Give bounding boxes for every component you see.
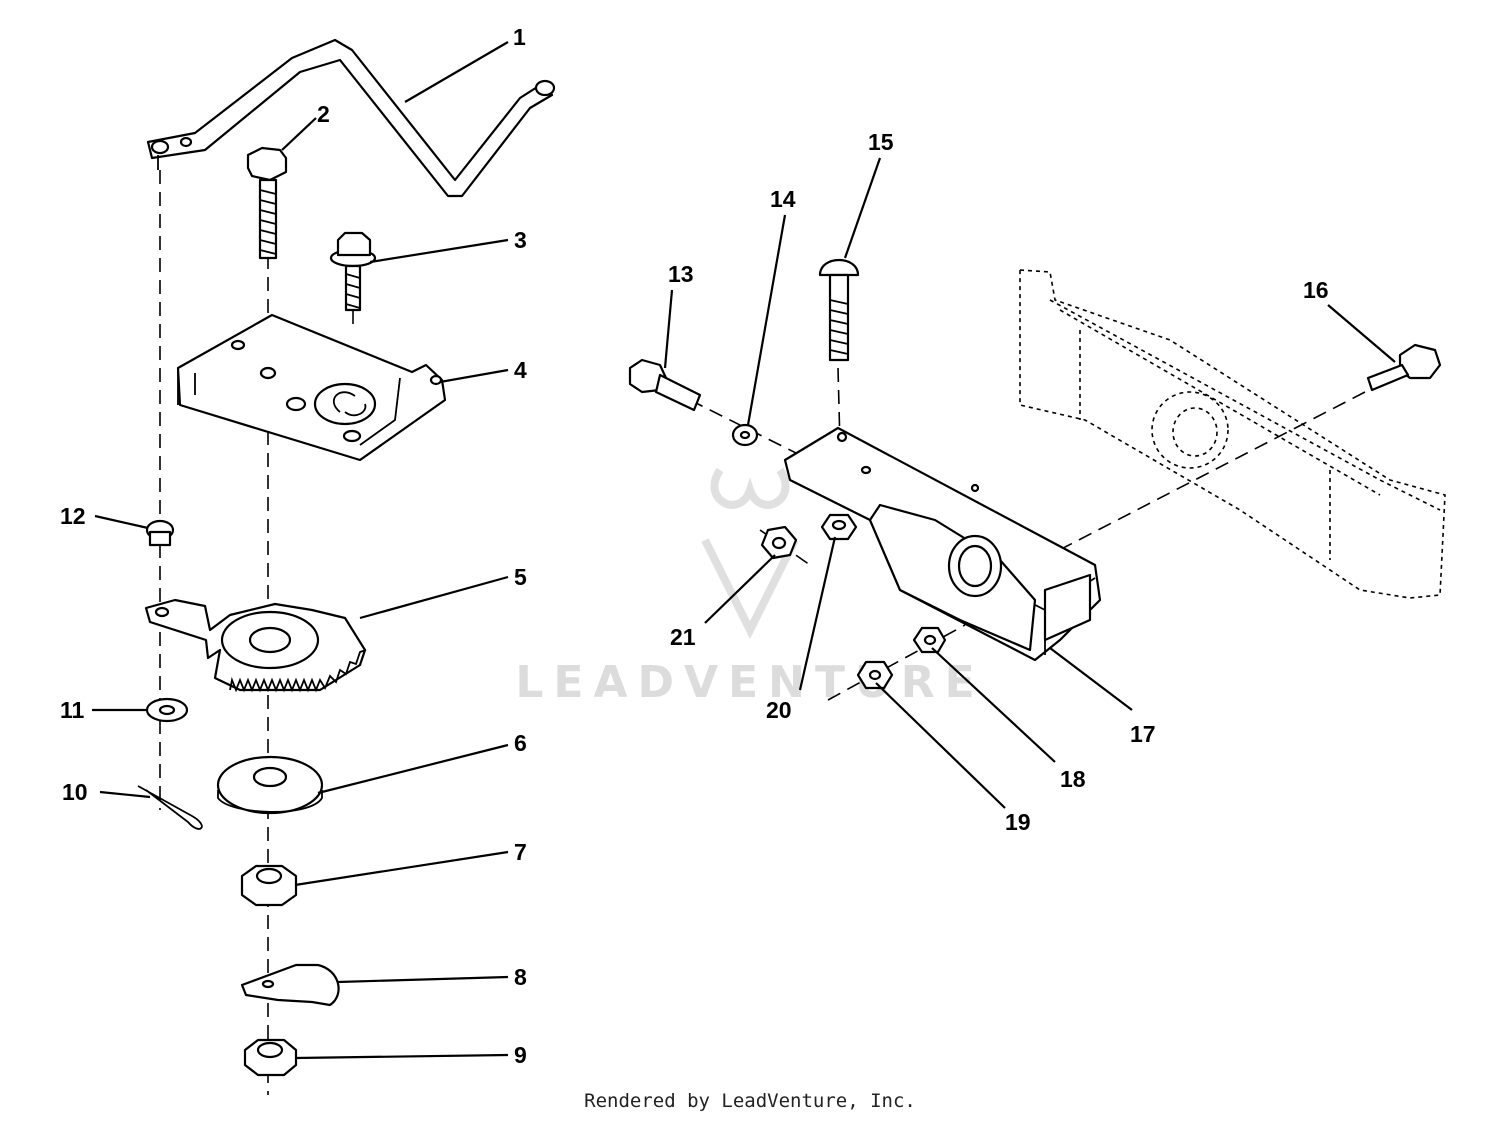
part-17-bracket [783, 426, 1102, 662]
part-6-large-washer [216, 755, 324, 815]
callout-3: 3 [514, 227, 527, 253]
callout-14: 14 [770, 186, 796, 212]
callout-18: 18 [1060, 766, 1086, 792]
centerline-bolt-13 [689, 399, 851, 481]
part-3-flange-bolt [329, 231, 377, 312]
part-21-nut [760, 525, 798, 560]
part-11-washer [145, 697, 189, 723]
callout-7: 7 [514, 839, 527, 865]
part-19-nut [856, 660, 894, 690]
part-10-cotter-pin [137, 785, 203, 830]
part-4-bracket [176, 313, 447, 462]
part-8-clip [240, 963, 340, 1007]
callout-12: 12 [60, 503, 86, 529]
centerline-nuts-18-19 [827, 624, 966, 701]
svg-text:LEADVENTURE: LEADVENTURE [515, 657, 984, 708]
part-5-gear-sector [144, 598, 367, 693]
callout-16: 16 [1303, 277, 1329, 303]
callout-2: 2 [317, 101, 330, 127]
callout-1: 1 [513, 24, 526, 50]
part-7-nut [240, 864, 298, 907]
callout-5: 5 [514, 564, 527, 590]
part-9-nut [243, 1038, 298, 1077]
callout-4: 4 [514, 357, 527, 383]
part-18-nut [912, 626, 947, 654]
part-15-carriage-bolt [818, 259, 860, 362]
callout-8: 8 [514, 964, 527, 990]
leader-lines [92, 41, 1396, 1060]
callout-21: 21 [670, 624, 696, 650]
watermark-logo-icon [701, 467, 799, 639]
centerline-bolt-15 [837, 367, 841, 446]
callout-11: 11 [60, 697, 85, 723]
part-13-bolt [628, 358, 702, 412]
part-14-washer [731, 423, 759, 447]
callout-15: 15 [868, 129, 894, 155]
phantom-frame-outline [1019, 269, 1446, 599]
callout-10: 10 [62, 779, 88, 805]
callout-19: 19 [1005, 809, 1031, 835]
callout-13: 13 [668, 261, 694, 287]
centerline-bolt-16 [1039, 391, 1366, 561]
callout-9: 9 [514, 1042, 527, 1068]
callout-6: 6 [514, 730, 527, 756]
part-12-bushing [145, 519, 175, 547]
callout-labels: 1 2 3 4 5 6 7 8 9 10 11 12 13 14 15 16 1… [60, 24, 1329, 1068]
part-1-shift-rod [146, 38, 556, 198]
callout-17: 17 [1130, 721, 1156, 747]
part-20-nut [820, 513, 858, 541]
part-2-bolt [246, 146, 288, 260]
callout-20: 20 [766, 697, 792, 723]
footer-credit: Rendered by LeadVenture, Inc. [584, 1090, 916, 1112]
watermark: LEADVENTURE [515, 467, 984, 708]
part-16-bolt [1366, 343, 1442, 392]
